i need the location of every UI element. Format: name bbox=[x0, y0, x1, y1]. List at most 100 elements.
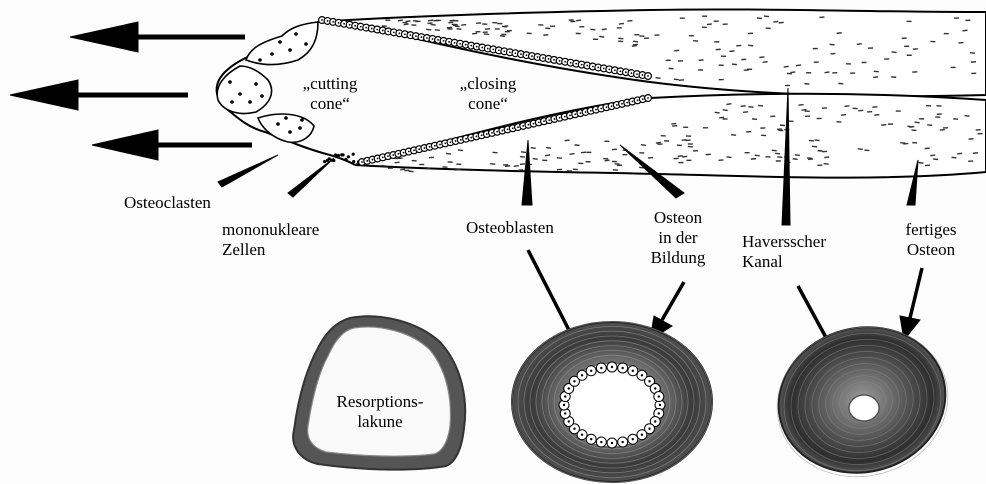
bone-texture-dash bbox=[500, 36, 505, 37]
osteoblast-nucleus bbox=[570, 62, 572, 64]
osteoclast-nucleus bbox=[284, 116, 288, 120]
mononuclear-cell bbox=[344, 158, 347, 161]
osteoblast-nucleus bbox=[654, 420, 656, 422]
bone-texture-dash bbox=[758, 105, 763, 106]
mononuclear-cell bbox=[352, 160, 355, 163]
osteoblast-nucleus bbox=[382, 30, 384, 32]
bone-texture-dash bbox=[672, 126, 677, 127]
bone-texture-dash bbox=[602, 29, 607, 30]
bone-texture-dash bbox=[618, 38, 623, 39]
osteoblast-nucleus bbox=[503, 50, 505, 52]
bone-texture-dash bbox=[679, 80, 684, 81]
osteoblast-nucleus bbox=[632, 101, 634, 103]
bone-texture-dash bbox=[521, 152, 526, 153]
osteoblast-nucleus bbox=[470, 45, 472, 47]
osteoblast-nucleus bbox=[522, 125, 524, 127]
bone-texture-dash bbox=[382, 166, 387, 167]
bone-texture-dash bbox=[678, 156, 683, 157]
bone-texture-dash bbox=[619, 23, 624, 24]
osteoblast-nucleus bbox=[398, 153, 400, 155]
osteoblast-nucleus bbox=[361, 161, 363, 163]
bone-texture-dash bbox=[707, 24, 712, 25]
osteoblast-nucleus bbox=[621, 367, 623, 369]
bone-texture-dash bbox=[918, 162, 923, 163]
bone-texture-dash bbox=[965, 116, 970, 117]
osteoblast-nucleus bbox=[470, 137, 472, 139]
osteoblast-nucleus bbox=[581, 64, 583, 66]
osteoblast-nucleus bbox=[387, 30, 389, 32]
bone-texture-dash bbox=[632, 46, 637, 47]
osteoblast-nucleus bbox=[568, 420, 570, 422]
bone-texture-dash bbox=[682, 156, 687, 157]
osteoblast-nucleus bbox=[509, 51, 511, 53]
osteoblast-nucleus bbox=[418, 148, 420, 150]
bone-texture-dash bbox=[971, 62, 976, 63]
osteoblast-nucleus bbox=[426, 37, 428, 39]
osteoblast-nucleus bbox=[637, 99, 639, 101]
bone-texture-dash bbox=[952, 157, 957, 158]
osteoblast-nucleus bbox=[603, 68, 605, 70]
osteoblast-nucleus bbox=[600, 108, 602, 110]
osteoblast-nucleus bbox=[573, 380, 575, 382]
osteoblast-nucleus bbox=[429, 146, 431, 148]
bone-texture-dash bbox=[759, 57, 764, 58]
osteoblast-nucleus bbox=[592, 66, 594, 68]
bone-texture-dash bbox=[518, 170, 523, 171]
osteoblast-nucleus bbox=[631, 72, 633, 74]
bone-texture-dash bbox=[790, 72, 795, 73]
osteoblast-nucleus bbox=[455, 140, 457, 142]
osteoblast-nucleus bbox=[614, 69, 616, 71]
osteoclast-nucleus bbox=[260, 94, 264, 98]
osteoblast-nucleus bbox=[371, 28, 373, 30]
bone-texture-dash bbox=[505, 166, 510, 167]
osteoclast-nucleus bbox=[228, 80, 232, 84]
bone-texture-dash bbox=[400, 169, 405, 170]
osteoblast-nucleus bbox=[569, 115, 571, 117]
bone-texture-dash bbox=[425, 168, 430, 169]
osteoblast-nucleus bbox=[564, 395, 566, 397]
bone-texture-dash bbox=[927, 125, 932, 126]
bone-texture-dash bbox=[873, 77, 878, 78]
osteoblast-nucleus bbox=[616, 104, 618, 106]
osteoblast-nucleus bbox=[659, 404, 661, 406]
osteoblast-nucleus bbox=[360, 26, 362, 28]
osteoblast-nucleus bbox=[450, 141, 452, 143]
osteoblast-nucleus bbox=[568, 387, 570, 389]
osteoblast-nucleus bbox=[590, 110, 592, 112]
bone-texture-dash bbox=[514, 166, 519, 167]
osteoblast-nucleus bbox=[611, 105, 613, 107]
bone-texture-dash bbox=[853, 108, 858, 109]
upper-lamellar-bone bbox=[318, 9, 986, 96]
osteoblast-nucleus bbox=[642, 98, 644, 100]
osteoblast-nucleus bbox=[343, 23, 345, 25]
osteoblast-nucleus bbox=[654, 387, 656, 389]
osteoblast-nucleus bbox=[658, 412, 660, 414]
bone-texture-dash bbox=[457, 29, 462, 30]
osteoblast-nucleus bbox=[492, 49, 494, 51]
osteoblast-nucleus bbox=[502, 130, 504, 132]
osteoblast-nucleus bbox=[611, 442, 613, 444]
bone-texture-dash bbox=[446, 153, 451, 154]
bone-texture-dash bbox=[431, 24, 436, 25]
osteoclast-nucleus bbox=[288, 130, 292, 134]
osteoblast-nucleus bbox=[366, 160, 368, 162]
osteoclast-nucleus bbox=[230, 100, 234, 104]
osteoblast-nucleus bbox=[377, 158, 379, 160]
bone-texture-dash bbox=[772, 150, 777, 151]
bone-texture-dash bbox=[520, 164, 525, 165]
osteoblast-nucleus bbox=[443, 40, 445, 42]
bone-texture-dash bbox=[925, 148, 930, 149]
osteoblast-nucleus bbox=[393, 31, 395, 33]
osteoblast-nucleus bbox=[585, 111, 587, 113]
bone-texture-dash bbox=[493, 152, 498, 153]
osteoblast-nucleus bbox=[432, 38, 434, 40]
osteoblast-nucleus bbox=[437, 39, 439, 41]
bone-texture-dash bbox=[455, 169, 460, 170]
osteoblast-nucleus bbox=[465, 44, 467, 46]
osteoblast-nucleus bbox=[496, 131, 498, 133]
osteoblast-nucleus bbox=[403, 152, 405, 154]
osteoblast-nucleus bbox=[512, 127, 514, 129]
osteoblast-nucleus bbox=[486, 133, 488, 135]
osteoblast-nucleus bbox=[398, 32, 400, 34]
osteoclast-nucleus bbox=[278, 40, 282, 44]
